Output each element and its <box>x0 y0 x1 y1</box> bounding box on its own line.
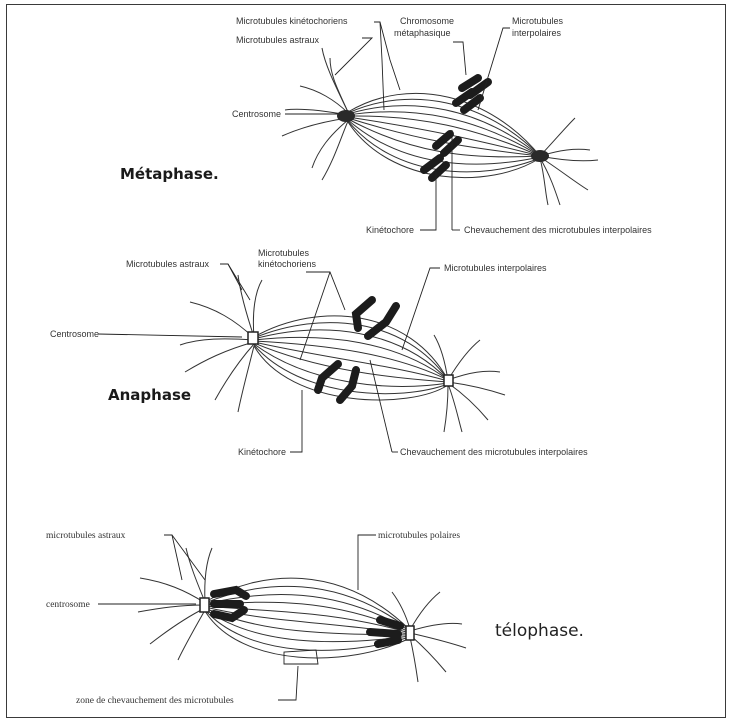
anaphase-interpolar-label: Microtubules interpolaires <box>444 263 547 273</box>
telophase-overlap-zone-label: zone de chevauchement des microtubules <box>76 696 234 706</box>
metaphase-interpolar-label-2: interpolaires <box>512 28 562 38</box>
metaphase-astral-right <box>540 118 598 205</box>
anaphase-title: Anaphase <box>108 386 191 404</box>
anaphase-centrosome-label: Centrosome <box>50 329 99 339</box>
telophase-panel: microtubules astraux microtubules polair… <box>46 531 584 706</box>
metaphase-chromosome-label-1: Chromosome <box>400 16 454 26</box>
telophase-centrosome-right <box>406 626 414 640</box>
metaphase-centrosome-label: Centrosome <box>232 109 281 119</box>
anaphase-kinetochore-mt-label-2: kinétochoriens <box>258 259 317 269</box>
telophase-title: télophase. <box>495 621 584 641</box>
metaphase-overlap-label: Chevauchement des microtubules interpola… <box>464 225 652 235</box>
anaphase-chromosomes <box>318 300 396 400</box>
anaphase-overlap-label: Chevauchement des microtubules interpola… <box>400 447 588 457</box>
metaphase-astral-mt-label: Microtubules astraux <box>236 35 320 45</box>
telophase-centrosome-left <box>200 598 209 612</box>
metaphase-chromosome-label-2: métaphasique <box>394 28 451 38</box>
anaphase-astral-mt-label: Microtubules astraux <box>126 259 210 269</box>
telophase-centrosome-label: centrosome <box>46 600 90 610</box>
anaphase-kinetochore-label: Kinétochore <box>238 447 286 457</box>
metaphase-centrosome-left <box>337 110 355 122</box>
anaphase-leaders <box>98 264 440 452</box>
metaphase-kinetochore-label: Kinétochore <box>366 225 414 235</box>
metaphase-panel: Microtubules kinétochoriens Microtubules… <box>120 16 652 235</box>
telophase-astral-mt-label: microtubules astraux <box>46 531 126 541</box>
metaphase-centrosome-right <box>531 150 549 162</box>
metaphase-title: Métaphase. <box>120 165 219 183</box>
metaphase-interpolar-label-1: Microtubules <box>512 16 564 26</box>
anaphase-centrosome-right <box>444 375 453 386</box>
anaphase-kinetochore-mt-label-1: Microtubules <box>258 248 310 258</box>
metaphase-kinetochore-mt-label: Microtubules kinétochoriens <box>236 16 348 26</box>
telophase-polar-mt-label: microtubules polaires <box>378 531 460 541</box>
anaphase-centrosome-left <box>248 332 258 344</box>
anaphase-panel: Microtubules kinétochoriens Microtubules… <box>50 248 588 457</box>
